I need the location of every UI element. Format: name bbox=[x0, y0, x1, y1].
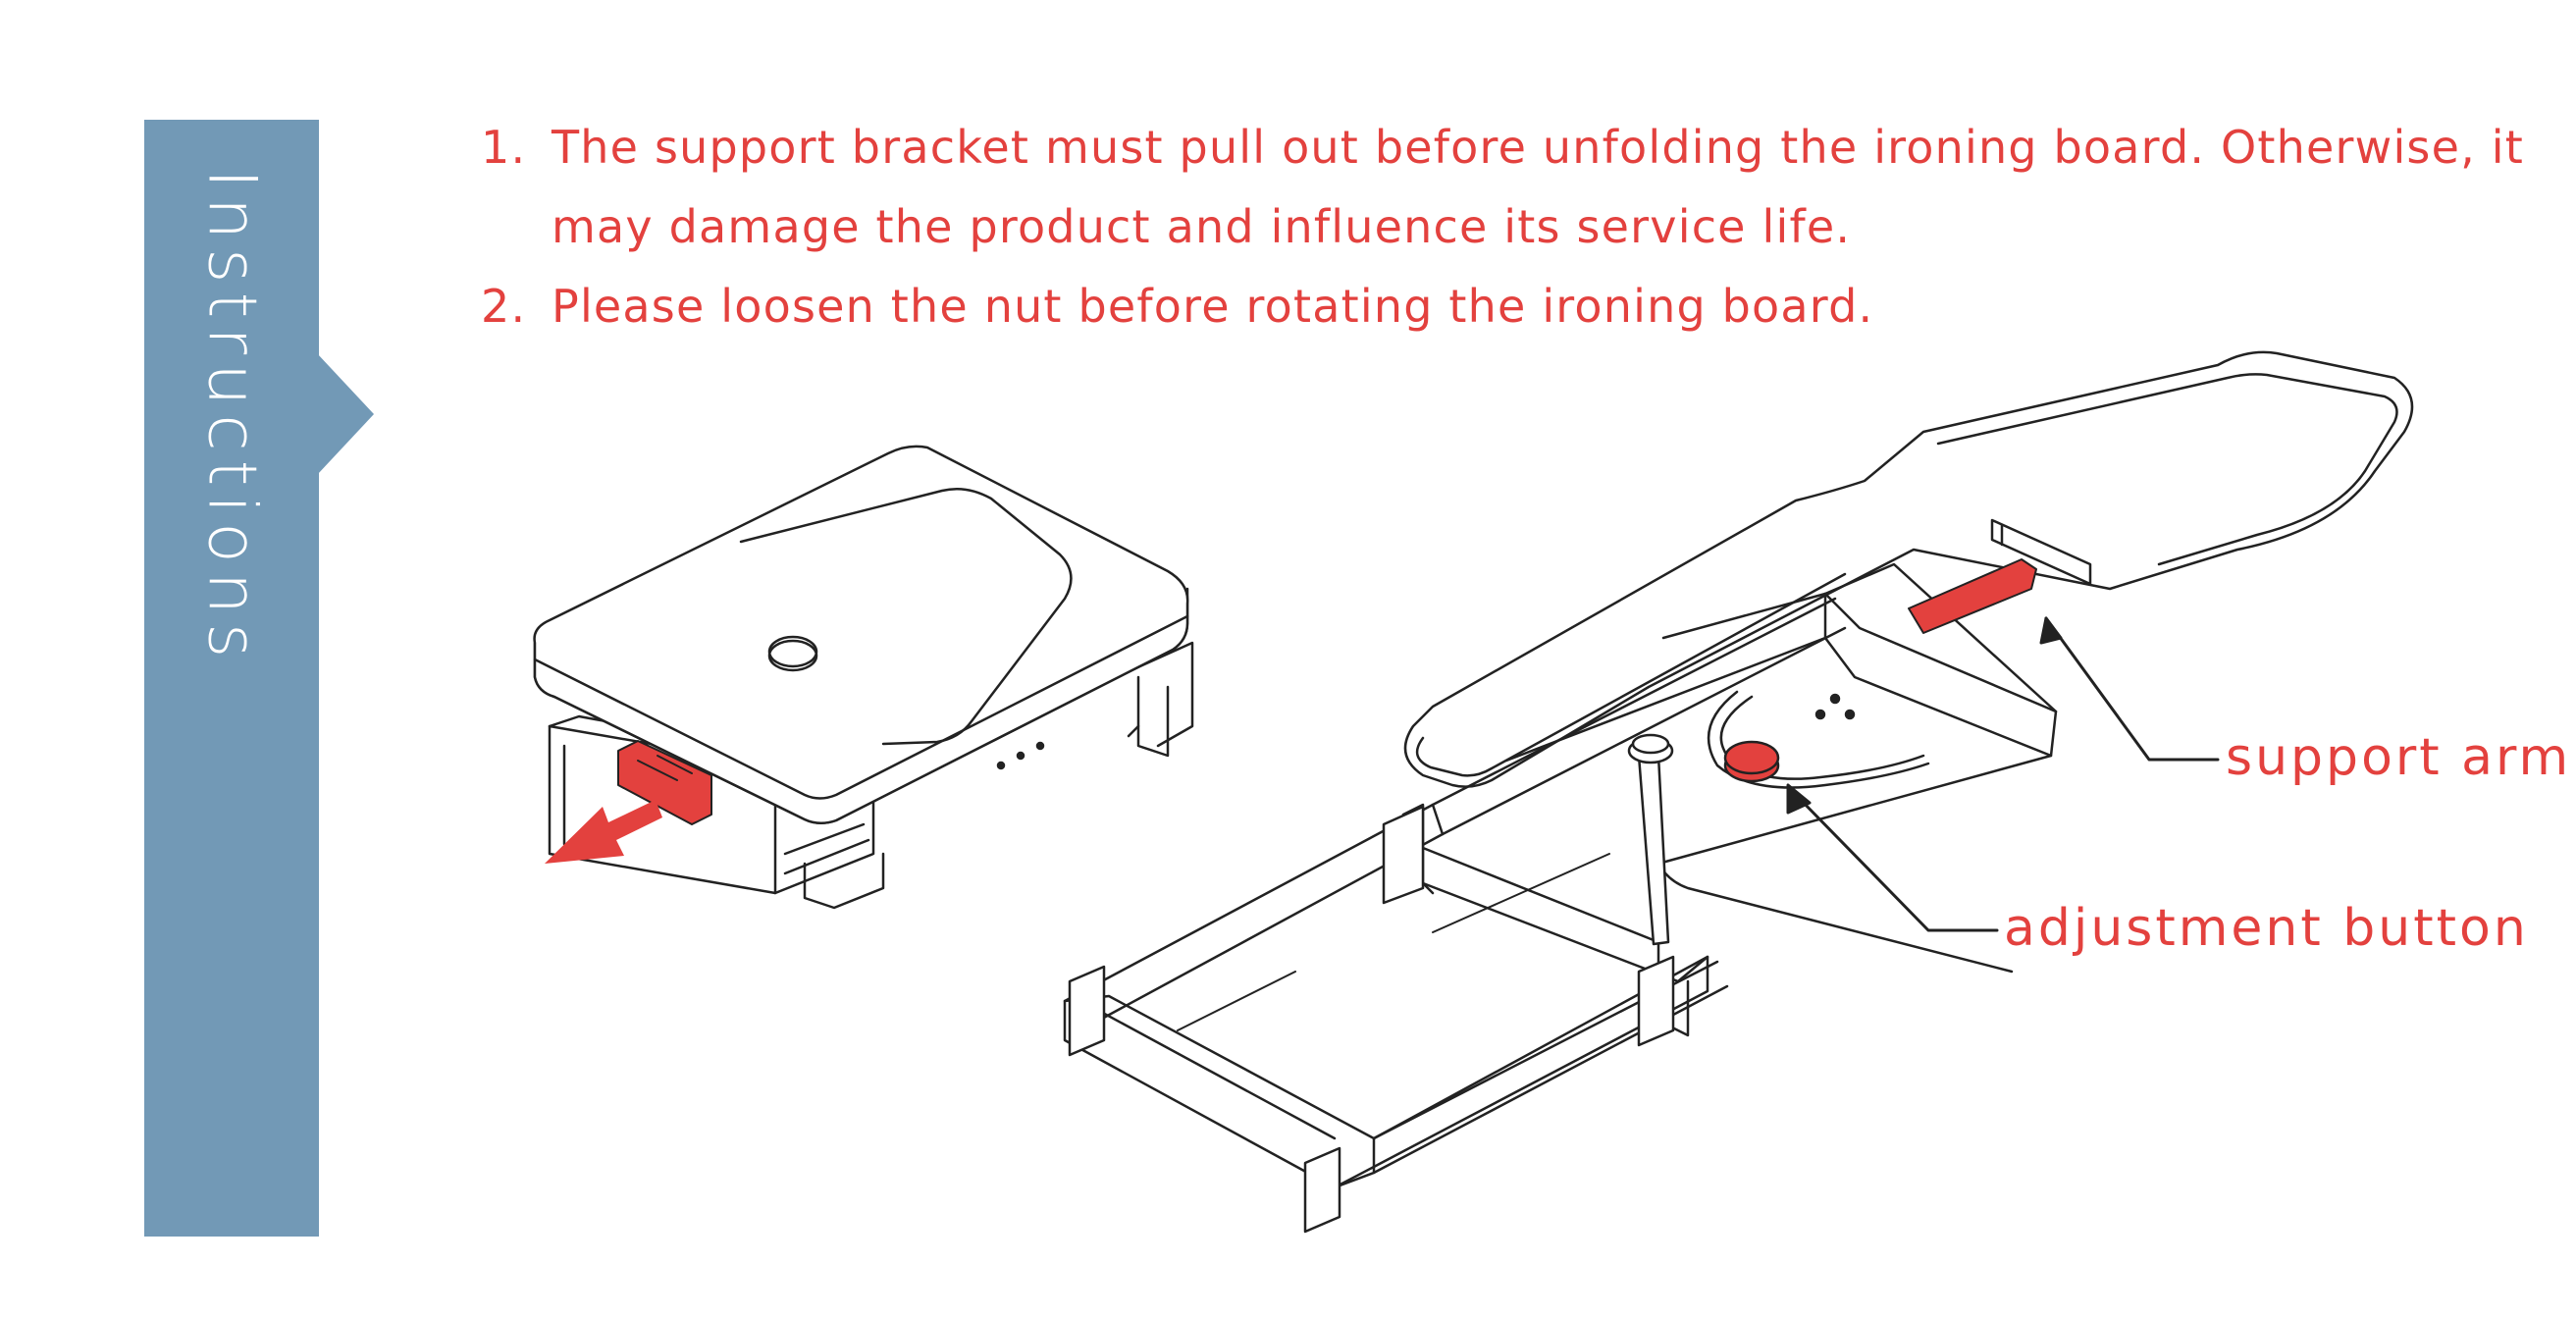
instruction-list: 1. The support bracket must pull out bef… bbox=[481, 108, 2542, 346]
callout-leaders bbox=[1786, 616, 2220, 932]
instruction-text: Please loosen the nut before rotating th… bbox=[552, 280, 1874, 333]
instructions-tab bbox=[144, 120, 319, 1237]
arrow-icon bbox=[1786, 783, 1812, 815]
folded-board-drawing bbox=[533, 445, 1194, 910]
tab-pointer bbox=[317, 353, 374, 475]
arrow-icon bbox=[2039, 616, 2063, 645]
callout-support-arm: support arm bbox=[2226, 728, 2572, 787]
instruction-number: 2. bbox=[481, 280, 527, 333]
instruction-item: 2. Please loosen the nut before rotating… bbox=[481, 267, 2542, 346]
instruction-item: 1. The support bracket must pull out bef… bbox=[481, 108, 2542, 267]
extended-board-drawing bbox=[1063, 350, 2414, 1234]
instruction-text: The support bracket must pull out before… bbox=[552, 121, 2524, 253]
callout-adjustment-button: adjustment button bbox=[2004, 899, 2529, 958]
arrow-icon bbox=[545, 800, 662, 864]
instruction-number: 1. bbox=[481, 121, 527, 174]
